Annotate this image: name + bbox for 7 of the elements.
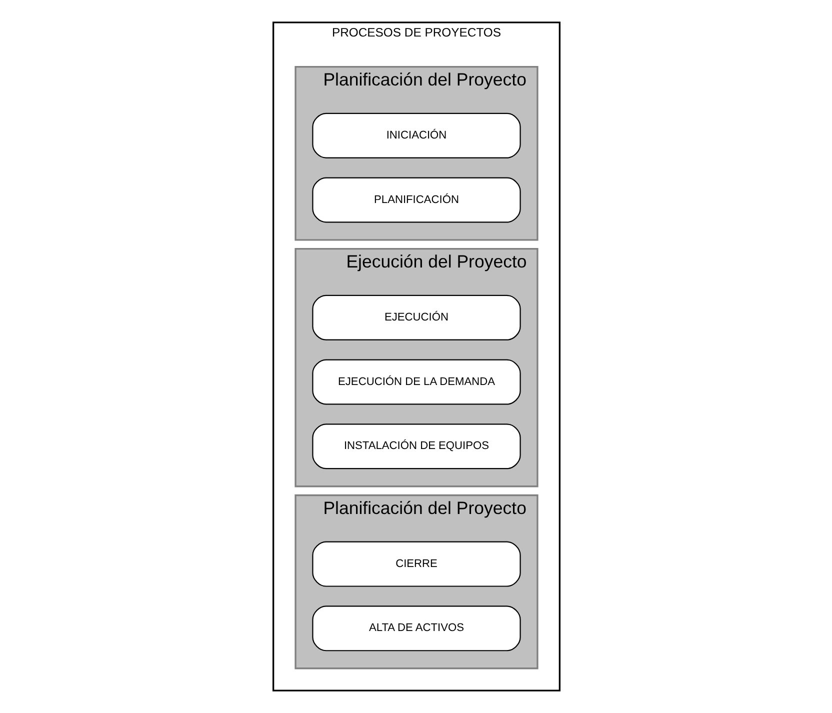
node-box: INICIACIÓN bbox=[312, 112, 520, 158]
node-box: CIERRE bbox=[312, 541, 520, 587]
node-box: PLANIFICACIÓN bbox=[312, 177, 520, 223]
node-box: ALTA DE ACTIVOS bbox=[312, 606, 520, 652]
node-box: INSTALACIÓN DE EQUIPOS bbox=[312, 424, 520, 470]
node-box: EJECUCIÓN bbox=[312, 294, 520, 340]
node-box: EJECUCIÓN DE LA DEMANDA bbox=[312, 359, 520, 405]
